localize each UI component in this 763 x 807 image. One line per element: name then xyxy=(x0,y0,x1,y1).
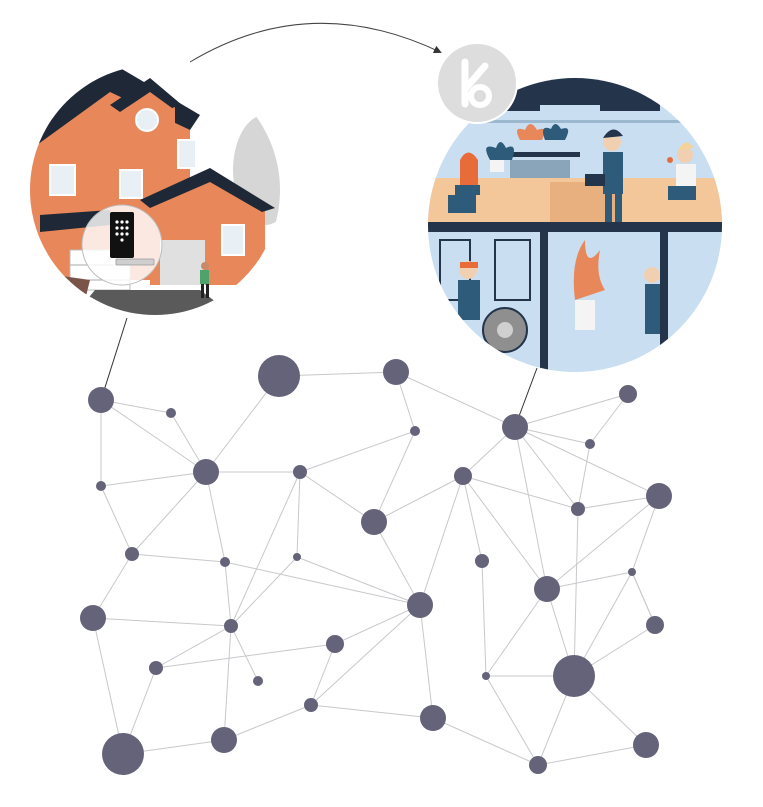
network-edge xyxy=(310,704,434,719)
network-node xyxy=(454,467,472,485)
network-edge xyxy=(419,475,464,606)
network-edge xyxy=(537,744,647,766)
network-edge xyxy=(631,495,660,573)
transfer-arrow xyxy=(189,22,442,63)
network-edge xyxy=(589,393,629,445)
network-node xyxy=(293,465,307,479)
network-edge xyxy=(631,571,656,626)
network-node xyxy=(211,727,237,753)
network-node xyxy=(571,502,585,516)
network-node xyxy=(553,655,595,697)
network-edge xyxy=(100,399,207,473)
network-edge xyxy=(299,471,375,523)
network-edge xyxy=(310,604,421,706)
network-node xyxy=(149,661,163,675)
network-nodes xyxy=(80,355,672,775)
network-node xyxy=(258,355,300,397)
network-edge xyxy=(485,675,539,766)
network-edge xyxy=(514,426,579,510)
network-node xyxy=(633,732,659,758)
network-edge xyxy=(92,617,232,627)
network-node xyxy=(646,483,672,509)
network-edge xyxy=(223,625,232,741)
network-node xyxy=(326,635,344,653)
network-edge xyxy=(224,561,421,606)
network-node xyxy=(361,509,387,535)
network-edge xyxy=(310,643,336,706)
network-edge xyxy=(100,471,207,487)
network-node xyxy=(646,616,664,634)
network-node xyxy=(96,481,106,491)
network-edge xyxy=(462,475,579,510)
network-edge xyxy=(485,588,548,677)
network-edge xyxy=(155,625,232,669)
network-edge xyxy=(373,430,416,523)
network-node xyxy=(293,553,301,561)
network-edge xyxy=(577,495,660,510)
network-edge xyxy=(462,475,548,590)
network-edge xyxy=(573,508,579,677)
network-edge xyxy=(296,471,301,558)
network-node xyxy=(619,385,637,403)
network-node xyxy=(407,592,433,618)
network-edge xyxy=(205,471,226,563)
network-edge xyxy=(419,604,434,719)
network-node xyxy=(475,554,489,568)
network-edge xyxy=(131,471,207,555)
network-node xyxy=(420,705,446,731)
network-node xyxy=(628,568,636,576)
network-edge xyxy=(100,485,133,555)
network-node xyxy=(253,676,263,686)
house-illustration xyxy=(30,65,280,315)
network-edge xyxy=(296,556,421,606)
network-edge xyxy=(155,643,336,669)
network-node xyxy=(585,439,595,449)
network-edge xyxy=(230,471,301,627)
network-edge xyxy=(577,443,591,510)
network-edge xyxy=(373,475,464,523)
network-node xyxy=(383,359,409,385)
network-node xyxy=(482,672,490,680)
network-node xyxy=(80,605,106,631)
network-edge xyxy=(131,553,226,563)
network-node xyxy=(502,414,528,440)
network-edge xyxy=(230,556,298,627)
network-edge xyxy=(546,495,660,590)
network-edge xyxy=(481,560,487,677)
network-edge xyxy=(223,704,312,741)
network-node xyxy=(102,733,144,775)
office-illustration xyxy=(428,42,722,372)
network-node xyxy=(224,619,238,633)
network-node xyxy=(125,547,139,561)
network-node xyxy=(529,756,547,774)
network-node xyxy=(193,459,219,485)
network-edge xyxy=(432,717,539,766)
network-node xyxy=(220,557,230,567)
network-edge xyxy=(92,617,124,755)
network-edge xyxy=(334,604,421,645)
network-edges xyxy=(92,371,660,766)
network-node xyxy=(304,698,318,712)
house-connector-line xyxy=(100,317,128,401)
network-edge xyxy=(230,625,259,682)
network-edge xyxy=(546,571,633,590)
network-edge xyxy=(514,393,629,428)
network-node xyxy=(410,426,420,436)
network-node xyxy=(534,576,560,602)
network-edge xyxy=(395,371,516,428)
network-node xyxy=(166,408,176,418)
network-edge xyxy=(514,426,548,590)
network-edge xyxy=(224,561,232,627)
network-edge xyxy=(373,521,421,606)
network-node xyxy=(88,387,114,413)
k-logo-icon xyxy=(436,42,518,124)
network-edge xyxy=(462,475,483,562)
network-edge xyxy=(299,430,416,473)
